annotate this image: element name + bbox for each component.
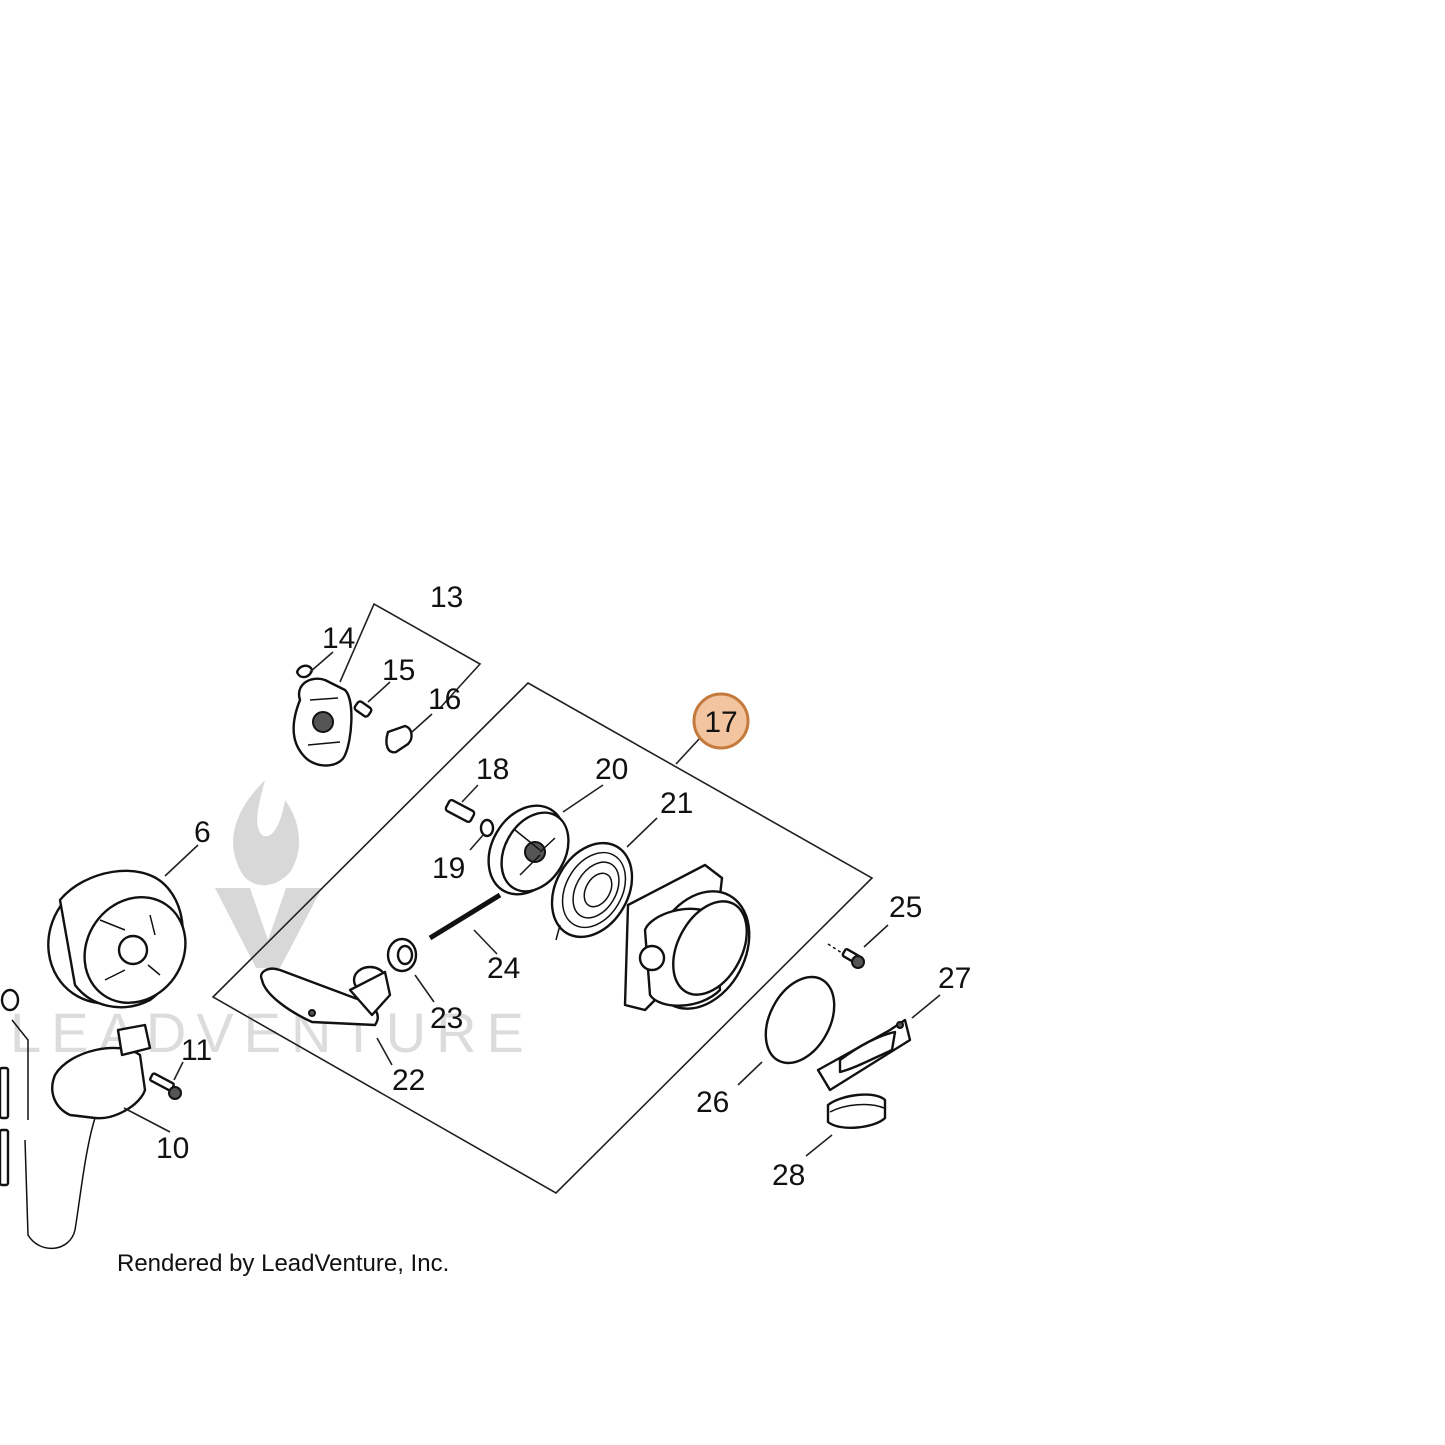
label-28: 28 <box>772 1159 805 1192</box>
part-11-bolt <box>149 1072 182 1100</box>
label-23: 23 <box>430 1002 463 1035</box>
part-15-spring <box>353 700 373 718</box>
part-26-gasket <box>764 975 836 1065</box>
label-16: 16 <box>428 683 461 716</box>
left-edge-part-lower <box>0 1128 10 1187</box>
assembly-17-outline <box>211 682 874 1194</box>
left-edge-fitting <box>0 988 20 1012</box>
label-10: 10 <box>156 1132 189 1165</box>
left-edge-part <box>0 1066 10 1120</box>
part-27-bracket <box>816 1018 912 1092</box>
assembly-13-bracket <box>339 602 482 709</box>
part-23-bushing <box>386 937 418 973</box>
part-6-flywheel <box>47 869 187 1009</box>
leader-lines <box>123 651 941 1157</box>
label-6: 6 <box>194 816 211 849</box>
highlight-circle <box>692 692 750 750</box>
label-21: 21 <box>660 787 693 820</box>
label-15: 15 <box>382 654 415 687</box>
label-13: 13 <box>430 581 463 614</box>
part-20-pulley <box>487 804 570 896</box>
label-19: 19 <box>432 852 465 885</box>
label-24: 24 <box>487 952 520 985</box>
part-28-cap <box>826 1093 887 1129</box>
part-19-washer <box>479 818 495 838</box>
credit-text: Rendered by LeadVenture, Inc. <box>117 1250 449 1277</box>
label-14: 14 <box>322 622 355 655</box>
label-22: 22 <box>392 1064 425 1097</box>
part-16-pawl <box>385 724 413 754</box>
label-11: 11 <box>181 1034 212 1067</box>
part-17-starter-housing <box>623 863 751 1012</box>
label-18: 18 <box>476 753 509 786</box>
label-26: 26 <box>696 1086 729 1119</box>
part-24-rope <box>428 892 502 941</box>
label-25: 25 <box>889 891 922 924</box>
part-10-ignition-coil <box>11 1019 152 1250</box>
label-17: 17 <box>704 706 737 739</box>
highlight-part-17[interactable]: 17 <box>692 692 750 750</box>
part-25-screw <box>827 943 865 969</box>
label-27: 27 <box>938 962 971 995</box>
label-20: 20 <box>595 753 628 786</box>
part-18-bolt <box>444 798 476 824</box>
part-13-ratchet-plate <box>292 677 353 767</box>
part-22-handle <box>259 965 392 1027</box>
watermark-logo <box>215 780 322 968</box>
part-21-spring <box>550 841 634 941</box>
